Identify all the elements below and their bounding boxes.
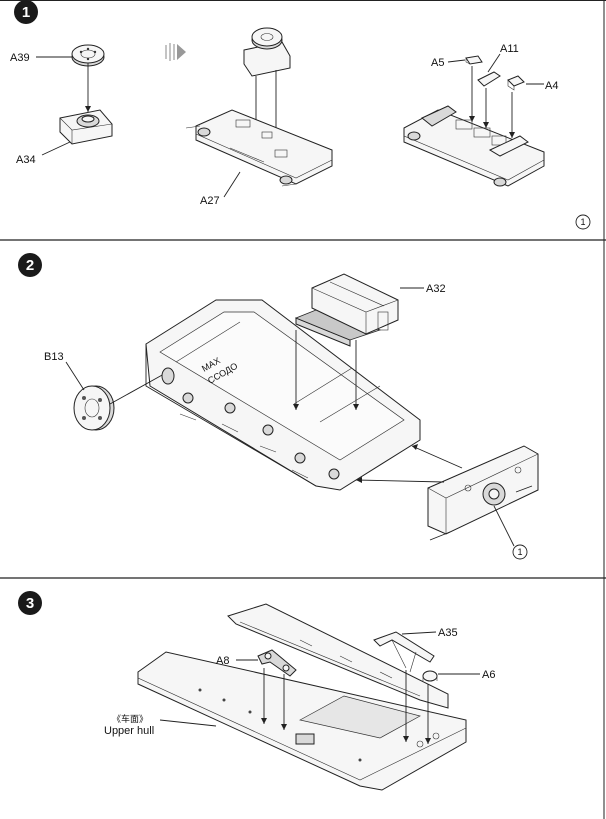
part-a35	[373, 631, 435, 673]
part-a11	[477, 71, 501, 87]
leader-b13	[65, 361, 85, 391]
hub-assembled	[243, 27, 291, 77]
part-a39	[71, 44, 105, 67]
step-badge-2: 2	[18, 253, 42, 277]
assembly-step1-right	[403, 105, 545, 187]
svg-text:1: 1	[580, 217, 585, 227]
label-a8: A8	[216, 655, 229, 667]
part-a5	[465, 55, 483, 65]
leader-a11	[487, 53, 501, 73]
hull-tub	[145, 299, 421, 491]
label-a34: A34	[16, 154, 36, 166]
step-3-panel: 3 A35 A6	[18, 591, 495, 791]
ref-circle-step2: 1	[512, 544, 528, 560]
part-a6	[422, 670, 438, 682]
step-badge-1: 1	[14, 0, 38, 24]
label-a5: A5	[431, 57, 444, 69]
svg-text:3: 3	[26, 595, 34, 612]
leader-a35	[401, 631, 437, 635]
label-a6: A6	[482, 669, 495, 681]
label-a27: A27	[200, 195, 220, 207]
ref-circle-step1: 1	[575, 214, 591, 230]
part-a34	[59, 109, 113, 145]
svg-text:1: 1	[517, 547, 522, 557]
part-b13	[73, 385, 115, 431]
step-2-panel: 2 MAX ССОДО B13	[18, 253, 539, 560]
leader-upper-hull	[159, 719, 217, 727]
part-a8	[257, 649, 297, 677]
upper-hull	[137, 651, 467, 791]
label-a32: A32	[426, 283, 446, 295]
axle-b13	[109, 373, 165, 405]
upper-hull-label-en: Upper hull	[104, 725, 154, 737]
leader-a27	[223, 171, 241, 198]
side-rail	[227, 603, 449, 709]
part-a4	[507, 75, 525, 91]
svg-text:1: 1	[22, 4, 30, 21]
leader-a34	[41, 141, 71, 156]
label-b13: B13	[44, 351, 64, 363]
rear-plate-assembly	[427, 445, 539, 541]
leader-a5	[447, 59, 466, 63]
upper-hull-label-cn: 《车面》	[112, 713, 148, 724]
direction-arrow	[165, 43, 186, 61]
step-1-panel: 1 A39 A34	[10, 0, 591, 230]
step-badge-3: 3	[18, 591, 42, 615]
part-a32	[294, 273, 399, 347]
svg-text:2: 2	[26, 257, 34, 274]
label-a35: A35	[438, 627, 458, 639]
label-a11: A11	[500, 43, 519, 55]
part-a27	[185, 109, 333, 187]
label-a4: A4	[545, 80, 558, 92]
label-a39: A39	[10, 52, 30, 64]
